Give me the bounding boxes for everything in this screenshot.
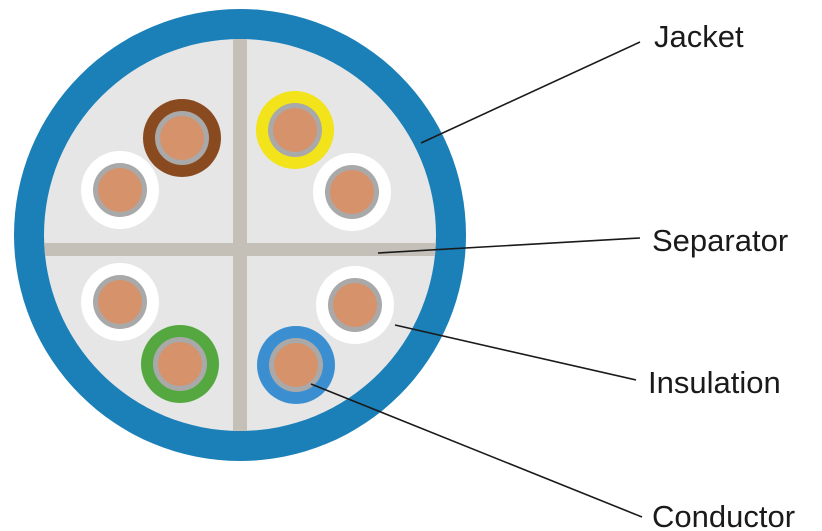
conductor [273, 108, 317, 152]
conductor [98, 280, 142, 324]
separator-leader-line [377, 237, 641, 254]
conductor [160, 116, 204, 160]
conductor-leader-line [310, 383, 643, 518]
conductor [274, 343, 318, 387]
wire-white [81, 151, 159, 229]
conductor [333, 283, 377, 327]
separator [44, 39, 436, 431]
conductor [98, 168, 142, 212]
wire-brown [143, 99, 221, 177]
wire-white [313, 153, 391, 231]
separator-label: Separator [652, 223, 788, 258]
cable-cross-section [14, 9, 466, 461]
leader-lines [310, 41, 643, 518]
separator-horizontal-bar [44, 243, 436, 256]
jacket-label: Jacket [654, 19, 744, 54]
insulation-label: Insulation [648, 365, 781, 400]
jacket-leader-line [420, 41, 641, 144]
insulation-leader-line [394, 324, 637, 381]
conductor [330, 170, 374, 214]
wire-white [81, 263, 159, 341]
wire-yellow [256, 91, 334, 169]
separator-vertical-bar [233, 39, 247, 431]
wire-green [141, 325, 219, 403]
conductor-label: Conductor [652, 499, 795, 531]
conductor [158, 342, 202, 386]
wire-pairs [81, 91, 394, 404]
wire-blue [257, 326, 335, 404]
wire-white [316, 266, 394, 344]
